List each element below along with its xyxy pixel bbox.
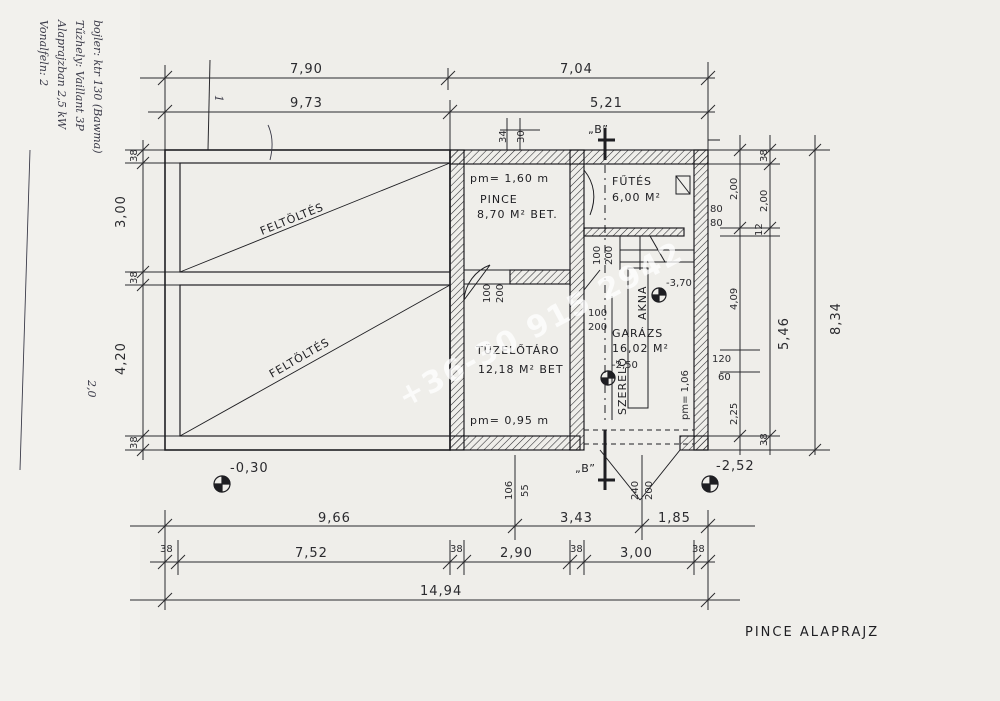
level-garazs: -2,50 <box>612 360 638 371</box>
opening-3a: 100 <box>592 246 603 265</box>
opening-3b: 200 <box>604 246 615 265</box>
dim-bottom-total: 14,94 <box>420 584 462 599</box>
dim-top-small-1: 34 <box>498 130 509 143</box>
opening-1a: 100 <box>482 284 493 303</box>
margin-note-1: Vonalfeln: 2 <box>37 20 50 86</box>
dim-right-225: 2,25 <box>729 403 740 425</box>
dim-top-left-1: 7,90 <box>290 62 323 77</box>
opening-1b: 200 <box>495 284 506 303</box>
dim-top-small-2: 30 <box>516 130 527 143</box>
dim-left-420: 4,20 <box>114 342 129 375</box>
right-dimensions <box>708 135 830 457</box>
dim-bottom-966: 9,66 <box>318 511 351 526</box>
dim-right-200: 2,00 <box>729 178 740 200</box>
opening-2b: 200 <box>588 322 607 333</box>
opening-2a: 100 <box>588 308 607 319</box>
margin-sketch-lines <box>19 124 273 471</box>
dim-bottom-343: 3,43 <box>560 511 593 526</box>
dim-left-38-b: 38 <box>129 271 140 284</box>
margin-note-2: Alaprajzban 2,5 kW <box>55 19 68 131</box>
futes-name: FŰTÉS <box>612 174 652 188</box>
opening-4b: 80 <box>710 218 723 229</box>
dim-left-300: 3,00 <box>114 195 129 228</box>
margin-note-6: 1 <box>212 95 225 102</box>
opening-dimensions: 100 200 100 200 100 200 80 80 <box>482 204 723 333</box>
dim-left-38-a: 38 <box>129 149 140 162</box>
dim-right-38-top: 38 <box>759 149 770 162</box>
drawing-title: PINCE ALAPRAJZ <box>745 625 879 640</box>
room-labels: pm= 1,60 m PINCE 8,70 M² BET. FŰTÉS 6,00… <box>470 172 691 427</box>
walls <box>449 149 709 451</box>
level-left: -0,30 <box>230 461 269 476</box>
dim-below-55: 55 <box>520 484 531 497</box>
akna-label: AKNA <box>636 286 649 321</box>
dim-right-12: 12 <box>754 223 765 236</box>
pince-level: pm= 1,60 m <box>470 172 549 185</box>
dim-top-right-1: 7,04 <box>560 62 593 77</box>
dim-bottom-300: 3,00 <box>620 546 653 561</box>
dim-below-240: 240 <box>630 481 641 500</box>
dim-right-38-low: 38 <box>759 433 770 446</box>
garazs-level: pm= 1,06 <box>680 370 691 420</box>
dim-top-right-2: 5,21 <box>590 96 623 111</box>
dim-below-106: 106 <box>504 481 515 500</box>
margin-notes: Vonalfeln: 2 Alaprajzban 2,5 kW Tűzhely:… <box>37 19 225 398</box>
garazs-area: 16,02 M² <box>612 342 669 355</box>
section-marker-bottom: „B” <box>575 462 596 475</box>
dim-left-38-c: 38 <box>129 436 140 449</box>
dim-bottom-38-a: 38 <box>160 544 173 555</box>
dim-right-834: 8,34 <box>829 302 844 335</box>
dim-bottom-185: 1,85 <box>658 511 691 526</box>
interior-details <box>463 128 720 501</box>
bottom-dimensions <box>130 455 755 610</box>
dim-bottom-38-b: 38 <box>450 544 463 555</box>
margin-note-4: bojler: ktr 130 (Bawma) <box>91 20 104 154</box>
dim-top-left-2: 9,73 <box>290 96 323 111</box>
margin-note-3: Tűzhely: Vaillant 3P <box>73 20 86 131</box>
section-marker-top: „B” <box>588 123 609 136</box>
dim-right-409: 4,09 <box>729 288 740 310</box>
level-akna: -3,70 <box>666 278 692 289</box>
dim-right-200-b: 2,00 <box>759 190 770 212</box>
level-right: -2,52 <box>716 459 755 474</box>
dim-bottom-38-c: 38 <box>570 544 583 555</box>
fill-area-left <box>164 149 451 451</box>
pince-area: 8,70 M² BET. <box>477 208 558 221</box>
opening-4a: 80 <box>710 204 723 215</box>
dim-bottom-752: 7,52 <box>295 546 328 561</box>
garazs-name: GARÁZS <box>612 327 663 340</box>
futes-area: 6,00 M² <box>612 191 661 204</box>
szerelo-label: SZERELŐ <box>615 357 629 415</box>
dim-right-120: 120 <box>712 354 731 365</box>
dim-right-60: 60 <box>718 372 731 383</box>
tuzelo-level: pm= 0,95 m <box>470 414 549 427</box>
dim-below-200: 200 <box>644 481 655 500</box>
level-markers <box>213 287 719 493</box>
tuzelo-name: TÜZELŐTÁRO <box>475 343 560 357</box>
dim-bottom-290: 2,90 <box>500 546 533 561</box>
dim-right-546: 5,46 <box>777 317 792 350</box>
tuzelo-area: 12,18 M² BET <box>478 363 564 376</box>
pince-name: PINCE <box>480 193 518 206</box>
dim-bottom-38-d: 38 <box>692 544 705 555</box>
margin-note-5: 2,0 <box>85 379 98 398</box>
top-dimensions <box>140 59 716 151</box>
